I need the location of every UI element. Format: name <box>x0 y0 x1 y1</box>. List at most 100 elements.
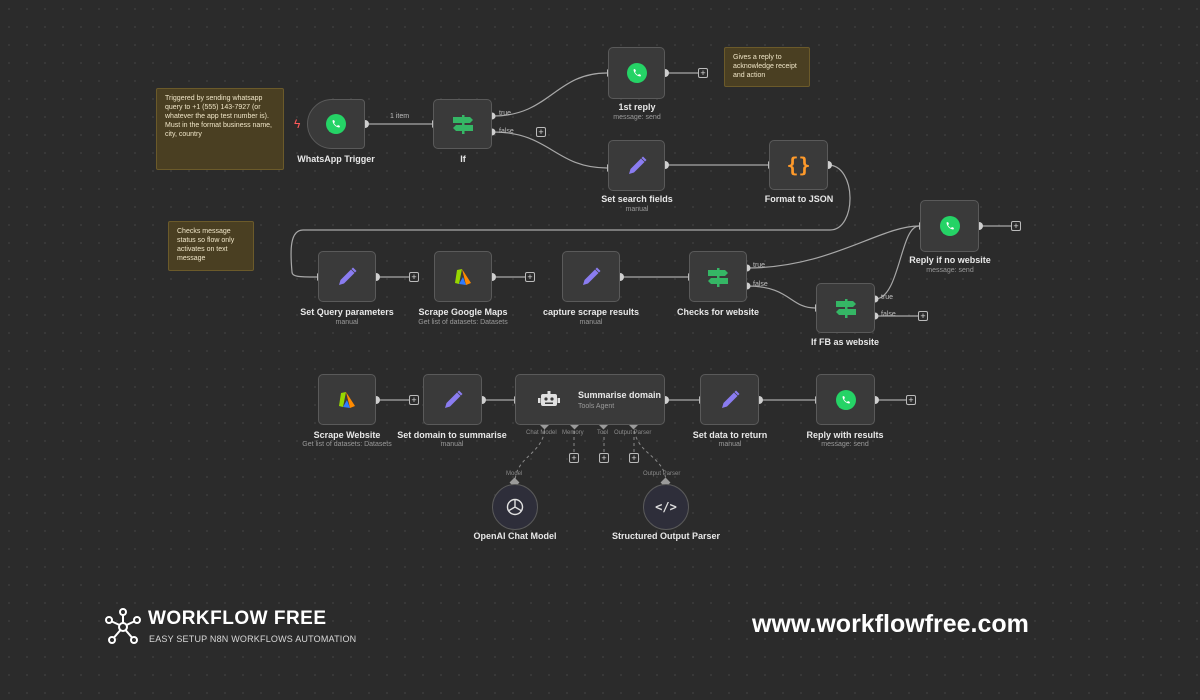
node-subtitle: message: send <box>821 441 869 448</box>
openai-icon <box>505 497 525 517</box>
node-title: Scrape Google Maps <box>418 307 508 317</box>
pencil-icon <box>579 265 603 289</box>
node-subtitle: manual <box>335 319 359 326</box>
edge-parser <box>633 424 667 484</box>
edge-label-false: false <box>881 311 896 318</box>
node-set-data-to-return[interactable] <box>700 374 759 425</box>
node-subtitle: message: send <box>613 114 661 121</box>
node-first-reply[interactable] <box>608 47 665 99</box>
port-label-memory: Memory <box>562 430 584 436</box>
whatsapp-icon <box>834 388 858 412</box>
node-title: Reply with results <box>806 430 884 440</box>
node-capture-scrape-results[interactable] <box>562 251 620 302</box>
node-title: Checks for website <box>676 307 760 317</box>
edge-if-true-reply <box>492 72 608 117</box>
signpost-icon <box>450 113 476 135</box>
edge-label-items: 1 item <box>390 113 410 120</box>
node-openai-chat-model[interactable] <box>492 484 538 530</box>
node-if-fb-as-website[interactable] <box>816 283 875 333</box>
node-whatsapp-trigger[interactable] <box>307 99 365 149</box>
node-title: If FB as website <box>810 337 880 347</box>
signpost-icon <box>833 297 859 319</box>
edge-label-true: true <box>881 294 894 301</box>
add-memory-button[interactable]: + <box>569 453 579 463</box>
port-label-chat-model: Chat Model <box>526 430 557 436</box>
curly-braces-icon: {} <box>786 153 811 177</box>
apify-icon <box>337 390 357 410</box>
network-logo-icon <box>104 608 142 651</box>
whatsapp-icon <box>324 112 348 136</box>
node-scrape-google-maps[interactable] <box>434 251 492 302</box>
node-set-query-parameters[interactable] <box>318 251 376 302</box>
node-title: If <box>460 154 466 164</box>
whatsapp-icon <box>625 61 649 85</box>
node-subtitle: manual <box>625 206 649 213</box>
pencil-icon <box>441 388 465 412</box>
port-label-model: Model <box>506 471 523 477</box>
add-node-button[interactable]: + <box>409 272 419 282</box>
edge-checks-false-iffb <box>746 285 816 309</box>
node-title: Reply if no website <box>909 255 991 265</box>
node-subtitle: Get list of datasets: Datasets <box>418 319 508 326</box>
edge-label-false: false <box>753 281 768 288</box>
add-node-button[interactable]: + <box>906 395 916 405</box>
node-reply-no-website[interactable] <box>920 200 979 252</box>
node-reply-with-results[interactable] <box>816 374 875 425</box>
code-icon: </> <box>655 500 677 514</box>
sticky-note-trigger[interactable]: Triggered by sending whatsapp query to +… <box>156 88 284 170</box>
edge-format-setquery <box>290 164 851 278</box>
add-node-button[interactable]: + <box>536 127 546 137</box>
node-summarise-domain[interactable]: Summarise domain Tools Agent <box>515 374 665 425</box>
apify-icon <box>453 267 473 287</box>
node-title: Summarise domain <box>578 389 662 400</box>
node-title: OpenAI Chat Model <box>473 531 557 541</box>
pencil-icon <box>718 388 742 412</box>
signpost-icon <box>705 266 731 288</box>
node-scrape-website[interactable] <box>318 374 376 425</box>
edge-model-openai <box>514 424 546 484</box>
lightning-icon: ϟ <box>294 117 301 131</box>
edge-label-true: true <box>753 262 766 269</box>
add-tool-button[interactable]: + <box>599 453 609 463</box>
add-node-button[interactable]: + <box>525 272 535 282</box>
pencil-icon <box>625 154 649 178</box>
sticky-note-checks[interactable]: Checks message status so flow only activ… <box>168 221 254 271</box>
whatsapp-icon <box>938 214 962 238</box>
brand-title: WORKFLOW FREE <box>148 608 327 629</box>
edge-iffb-true-reply <box>874 225 920 300</box>
node-title: Set domain to summarise <box>397 430 507 440</box>
node-title: capture scrape results <box>542 307 640 317</box>
node-checks-for-website[interactable] <box>689 251 747 302</box>
node-title: Structured Output Parser <box>611 531 721 541</box>
node-title: WhatsApp Trigger <box>297 154 375 164</box>
node-subtitle: manual <box>718 441 742 448</box>
add-node-button[interactable]: + <box>1011 221 1021 231</box>
sticky-note-reply[interactable]: Gives a reply to acknowledge receipt and… <box>724 47 810 87</box>
node-if[interactable] <box>433 99 492 149</box>
node-title: Scrape Website <box>313 430 381 440</box>
brand-tagline: EASY SETUP N8N WORKFLOWS AUTOMATION <box>149 634 357 644</box>
node-title: Set search fields <box>601 194 673 204</box>
port-label-output-parser: Output Parser <box>614 430 652 436</box>
node-subtitle: Tools Agent <box>578 402 615 410</box>
node-subtitle: manual <box>579 319 603 326</box>
node-title: Format to JSON <box>764 194 834 204</box>
edge-if-false-set <box>492 131 608 169</box>
pencil-icon <box>335 265 359 289</box>
node-title: 1st reply <box>618 102 656 112</box>
robot-icon <box>538 390 560 410</box>
add-node-button[interactable]: + <box>698 68 708 78</box>
port-label-output-parser-in: Output Parser <box>643 471 681 477</box>
node-set-domain-to-summarise[interactable] <box>423 374 482 425</box>
node-format-json[interactable]: {} <box>769 140 828 190</box>
add-parser-button[interactable]: + <box>629 453 639 463</box>
edge-label-false: false <box>499 128 514 135</box>
node-title: Set data to return <box>692 430 768 440</box>
add-node-button[interactable]: + <box>409 395 419 405</box>
website-url: www.workflowfree.com <box>752 610 1029 638</box>
edge-label-true: true <box>499 110 512 117</box>
node-subtitle: Get list of datasets: Datasets <box>302 441 392 448</box>
node-set-search-fields[interactable] <box>608 140 665 191</box>
add-node-button[interactable]: + <box>918 311 928 321</box>
node-structured-output-parser[interactable]: </> <box>643 484 689 530</box>
